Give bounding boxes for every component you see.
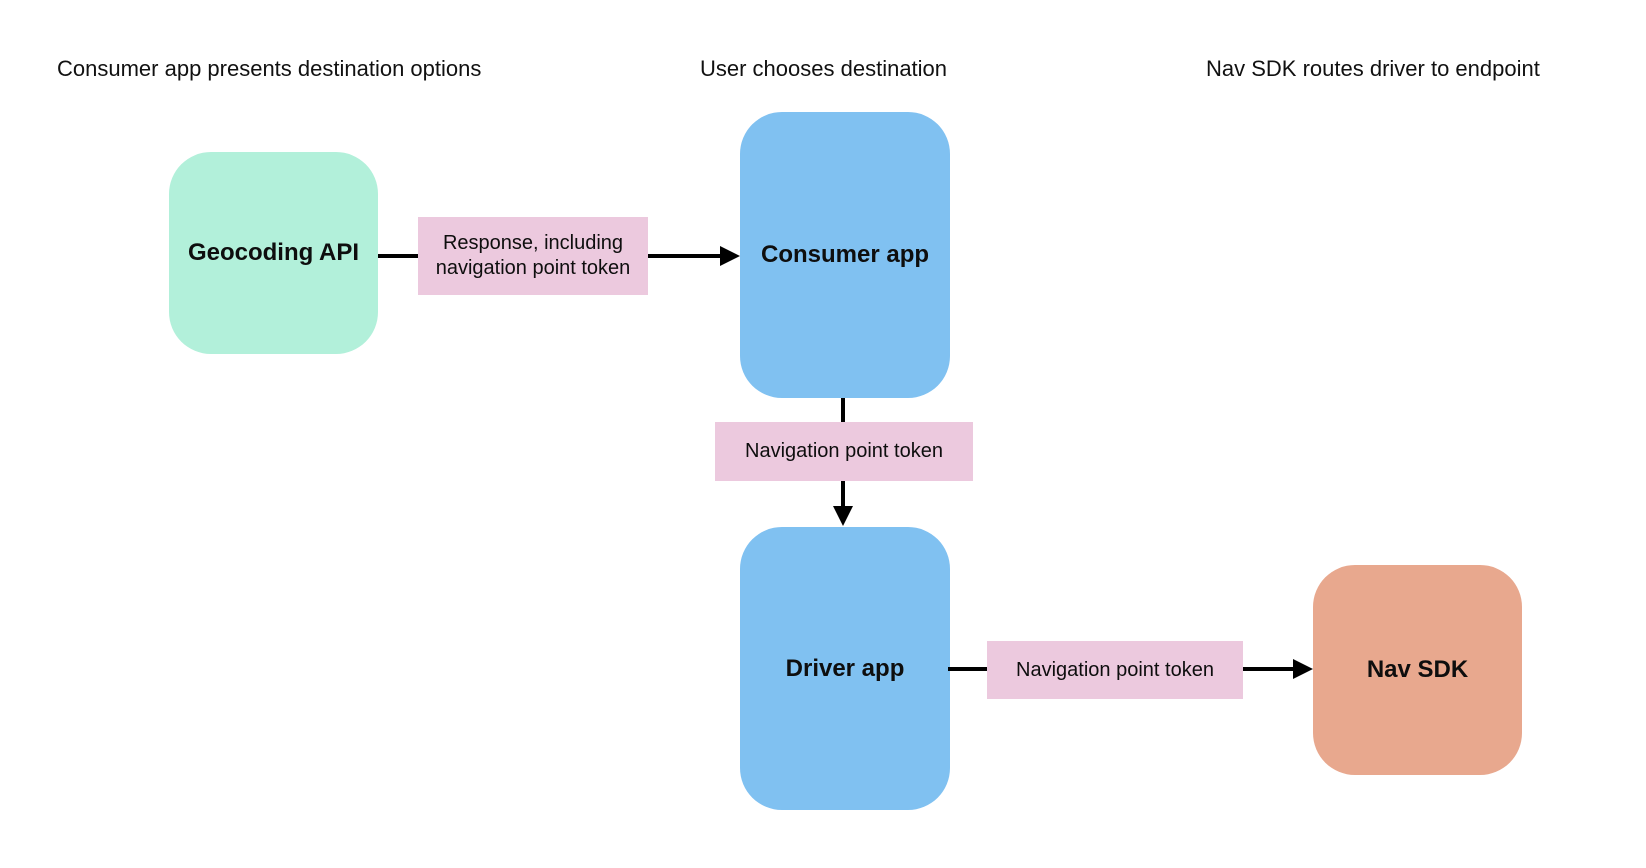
arrow-line-geocoding-to-label bbox=[378, 254, 418, 258]
arrow-line-label-to-driver bbox=[841, 481, 845, 506]
edge-label-navigation-point-token-horizontal: Navigation point token bbox=[987, 641, 1243, 699]
column-header-user-chooses-destination: User chooses destination bbox=[700, 56, 948, 81]
arrow-line-consumer-to-label bbox=[841, 398, 845, 422]
edge-label-navigation-point-token-vertical: Navigation point token bbox=[715, 422, 973, 481]
node-driver-app: Driver app bbox=[740, 527, 950, 810]
node-nav-sdk-label: Nav SDK bbox=[1366, 656, 1469, 683]
arrowhead-right-icon bbox=[720, 246, 740, 266]
arrowhead-down-icon bbox=[833, 506, 853, 526]
column-header-navsdk-routes-driver: Nav SDK routes driver to endpoint bbox=[1206, 56, 1540, 81]
arrow-line-label-to-navsdk bbox=[1243, 667, 1295, 671]
edge-label-response-including-token: Response, including navigation point tok… bbox=[418, 217, 648, 295]
edge-label-response-text: Response, including navigation point tok… bbox=[435, 232, 631, 279]
node-geocoding-api: Geocoding API bbox=[169, 152, 378, 354]
arrow-line-driver-to-label bbox=[948, 667, 987, 671]
column-header-consumer-presents-options: Consumer app presents destination option… bbox=[57, 56, 482, 81]
edge-label-token-horizontal-text: Navigation point token bbox=[1016, 658, 1214, 681]
node-nav-sdk: Nav SDK bbox=[1313, 565, 1522, 775]
node-driver-app-label: Driver app bbox=[785, 654, 905, 682]
arrowhead-right-icon bbox=[1293, 659, 1313, 679]
node-geocoding-api-label: Geocoding API bbox=[187, 239, 360, 266]
arrow-line-label-to-consumer bbox=[648, 254, 722, 258]
node-consumer-app: Consumer app bbox=[740, 112, 950, 398]
node-consumer-app-label: Consumer app bbox=[760, 241, 930, 268]
edge-label-token-vertical-text: Navigation point token bbox=[745, 440, 943, 462]
